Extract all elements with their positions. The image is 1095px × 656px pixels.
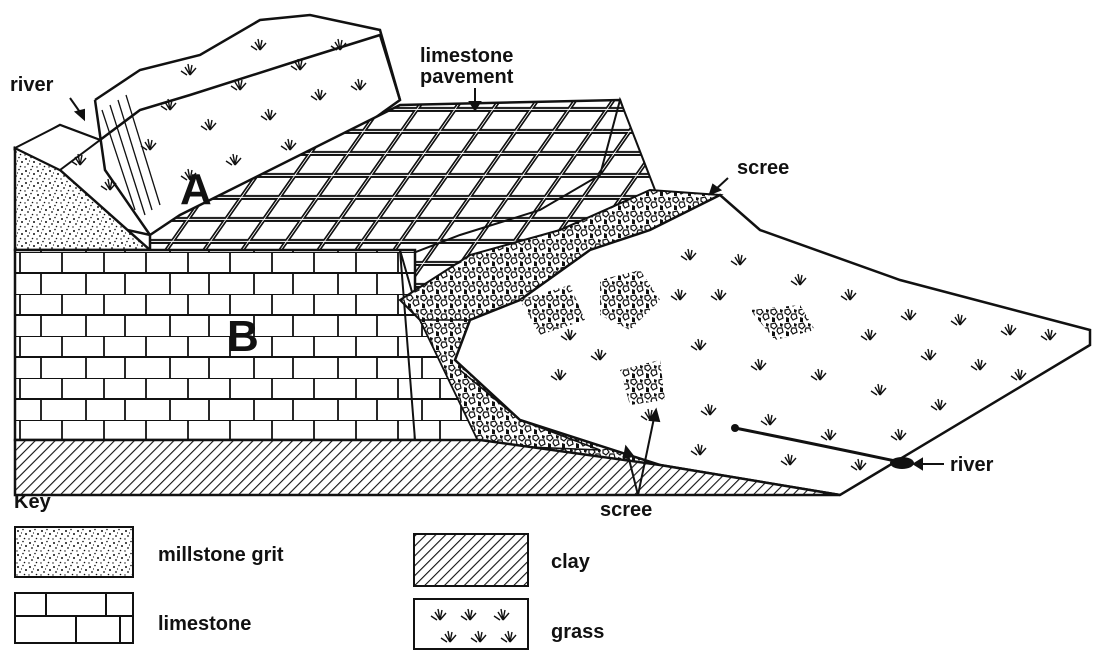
limestone-pavement-label: limestone pavement xyxy=(420,46,513,88)
key-label-limestone: limestone xyxy=(158,614,251,634)
key-label-clay: clay xyxy=(551,552,590,572)
key-title: Key xyxy=(14,492,51,512)
pavement-label-line1: limestone xyxy=(420,46,513,67)
river-label-right: river xyxy=(950,455,993,475)
scree-label-bottom: scree xyxy=(600,500,652,520)
scree-label-top: scree xyxy=(737,158,789,178)
key-swatch-millstone-grit xyxy=(14,526,134,578)
key-label-grass: grass xyxy=(551,622,604,642)
point-b-label: B xyxy=(227,315,259,359)
key-swatch-clay xyxy=(413,533,529,587)
pavement-label-line2: pavement xyxy=(420,67,513,88)
key-label-millstone-grit: millstone grit xyxy=(158,545,284,565)
key-swatch-limestone xyxy=(14,592,134,644)
point-a-label: A xyxy=(180,168,212,212)
river-label-top: river xyxy=(10,75,53,95)
key-swatch-grass xyxy=(413,598,529,650)
